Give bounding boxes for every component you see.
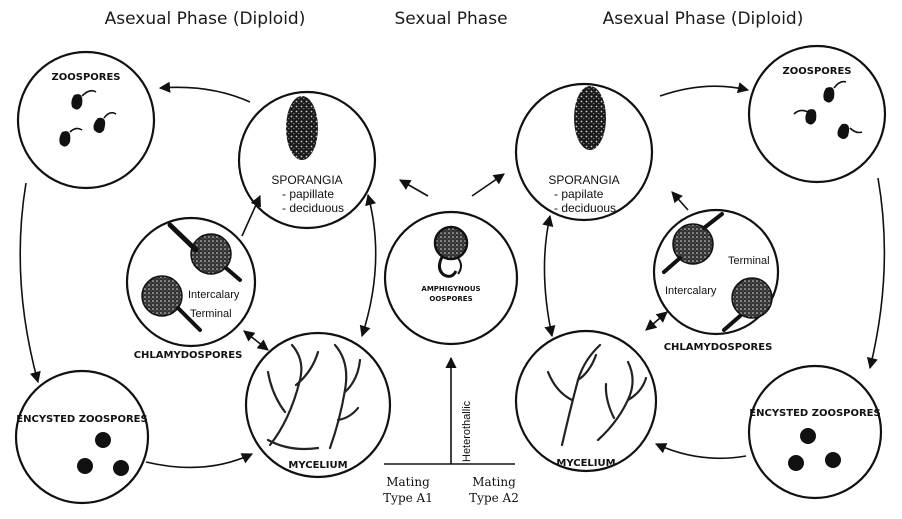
sporangium-icon — [574, 86, 606, 150]
mycelium-label-left: MYCELIUM — [288, 460, 347, 471]
sporangia-trait2-right: - deciduous — [554, 201, 616, 215]
mycelium-node-left: MYCELIUM — [246, 333, 390, 477]
mating-a2-line1: Mating — [472, 475, 516, 489]
chlamydospores-node-right: Terminal Intercalary — [654, 210, 778, 334]
intercalary-label-left: Intercalary — [188, 289, 240, 301]
header-asexual-right: Asexual Phase (Diploid) — [603, 9, 804, 29]
mating-a2-line2: Type A2 — [469, 491, 519, 505]
chlamydospore-icon — [142, 276, 182, 316]
mycelium-node-right: MYCELIUM — [516, 331, 656, 471]
sporangia-trait2-left: - deciduous — [282, 201, 344, 215]
zoospores-label-left: ZOOSPORES — [51, 72, 120, 83]
mating-a1-line1: Mating — [386, 475, 430, 489]
header-sexual: Sexual Phase — [394, 9, 507, 29]
chlamydospore-icon — [732, 278, 772, 318]
heterothallic-arrow: Heterothallic — [384, 358, 515, 464]
cyst-icon — [800, 428, 816, 444]
encysted-label-right: ENCYSTED ZOOSPORES — [749, 408, 880, 419]
sporangia-label-left: SPORANGIA — [271, 173, 342, 187]
encysted-label-left: ENCYSTED ZOOSPORES — [16, 414, 147, 425]
cyst-icon — [825, 452, 841, 468]
mycelium-label-right: MYCELIUM — [556, 458, 615, 469]
cyst-icon — [788, 455, 804, 471]
chlamydospores-node-left: Intercalary Terminal — [127, 218, 255, 346]
encysted-node-left: ENCYSTED ZOOSPORES — [16, 371, 148, 503]
oospores-label-line2: OOSPORES — [429, 295, 472, 303]
terminal-label-right: Terminal — [728, 255, 770, 267]
cyst-icon — [77, 458, 93, 474]
sporangia-node-left: SPORANGIA - papillate - deciduous — [239, 92, 375, 228]
sporangia-trait1-right: - papilate — [554, 187, 604, 201]
chlamydospores-label-right: CHLAMYDOSPORES — [664, 342, 773, 353]
oospores-node: AMPHIGYNOUS OOSPORES — [385, 212, 517, 344]
zoospores-node-left: ZOOSPORES — [18, 52, 154, 188]
chlamydospores-label-left: CHLAMYDOSPORES — [134, 350, 243, 361]
sporangia-trait1-left: - papillate — [282, 187, 334, 201]
oospores-label-line1: AMPHIGYNOUS — [421, 285, 480, 293]
heterothallic-label: Heterothallic — [461, 400, 473, 462]
terminal-label-left: Terminal — [190, 308, 232, 320]
sporangia-node-right: SPORANGIA - papilate - deciduous — [516, 84, 652, 220]
zoospores-label-right: ZOOSPORES — [782, 66, 851, 77]
mating-a1-line2: Type A1 — [383, 491, 433, 505]
intercalary-label-right: Intercalary — [665, 285, 717, 297]
header-asexual-left: Asexual Phase (Diploid) — [105, 9, 306, 29]
cyst-icon — [113, 460, 129, 476]
cyst-icon — [95, 432, 111, 448]
oospore-icon — [435, 227, 467, 259]
sporangium-icon — [286, 96, 318, 160]
encysted-node-right: ENCYSTED ZOOSPORES — [749, 366, 881, 498]
zoospores-node-right: ZOOSPORES — [749, 46, 885, 182]
sporangia-label-right: SPORANGIA — [548, 173, 619, 187]
